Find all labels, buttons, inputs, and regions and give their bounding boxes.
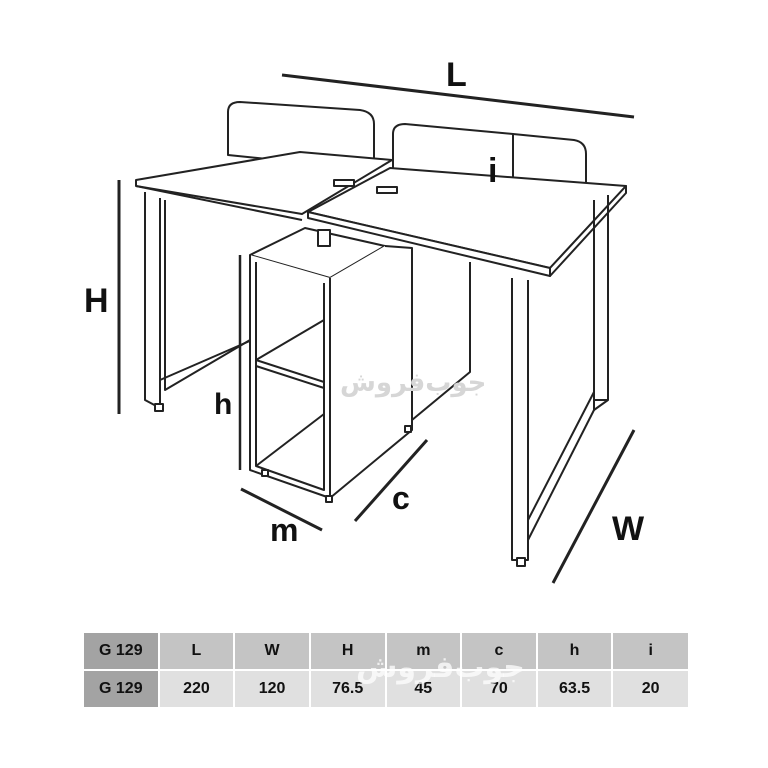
dimension-line-c bbox=[353, 439, 429, 522]
table-cell: m bbox=[384, 633, 462, 671]
leg-frame-right-back bbox=[593, 195, 609, 411]
table-cell: 63.5 bbox=[535, 670, 613, 707]
table-cell: c bbox=[460, 633, 537, 671]
table-cell: L bbox=[157, 633, 235, 671]
privacy-screen-left bbox=[227, 101, 375, 171]
label-h: h bbox=[214, 388, 233, 421]
label-L: L bbox=[446, 56, 467, 94]
table-cell: G 129 bbox=[82, 633, 159, 671]
table-cell: h bbox=[535, 633, 613, 671]
table-cell: 220 bbox=[157, 670, 235, 707]
table-cell: W bbox=[233, 633, 310, 671]
dimension-line-m bbox=[240, 487, 323, 532]
leg-frame-left bbox=[144, 192, 161, 409]
table-cell: H bbox=[308, 633, 386, 671]
label-W: W bbox=[612, 510, 645, 548]
dimension-line-L bbox=[281, 73, 635, 119]
leg-frame-right-front bbox=[511, 278, 529, 561]
table-cell: 70 bbox=[460, 670, 537, 707]
label-i: i bbox=[488, 152, 498, 190]
table-cell: i bbox=[611, 633, 688, 671]
table-cell: 76.5 bbox=[308, 670, 386, 707]
table-cell: 120 bbox=[233, 670, 310, 707]
label-H: H bbox=[84, 282, 109, 320]
table-cell: G 129 bbox=[82, 670, 159, 707]
table-header-row: G 129 L W H m c h i bbox=[82, 633, 688, 671]
dimensions-table: G 129 L W H m c h i G 129 220 120 76.5 4… bbox=[82, 633, 688, 707]
label-c: c bbox=[392, 480, 410, 516]
table-row: G 129 220 120 76.5 45 70 63.5 20 bbox=[82, 670, 688, 707]
table-cell: 20 bbox=[611, 670, 688, 707]
label-m: m bbox=[270, 512, 299, 548]
table-cell: 45 bbox=[384, 670, 462, 707]
dimension-line-W bbox=[551, 429, 636, 584]
desk-technical-drawing bbox=[117, 73, 636, 584]
